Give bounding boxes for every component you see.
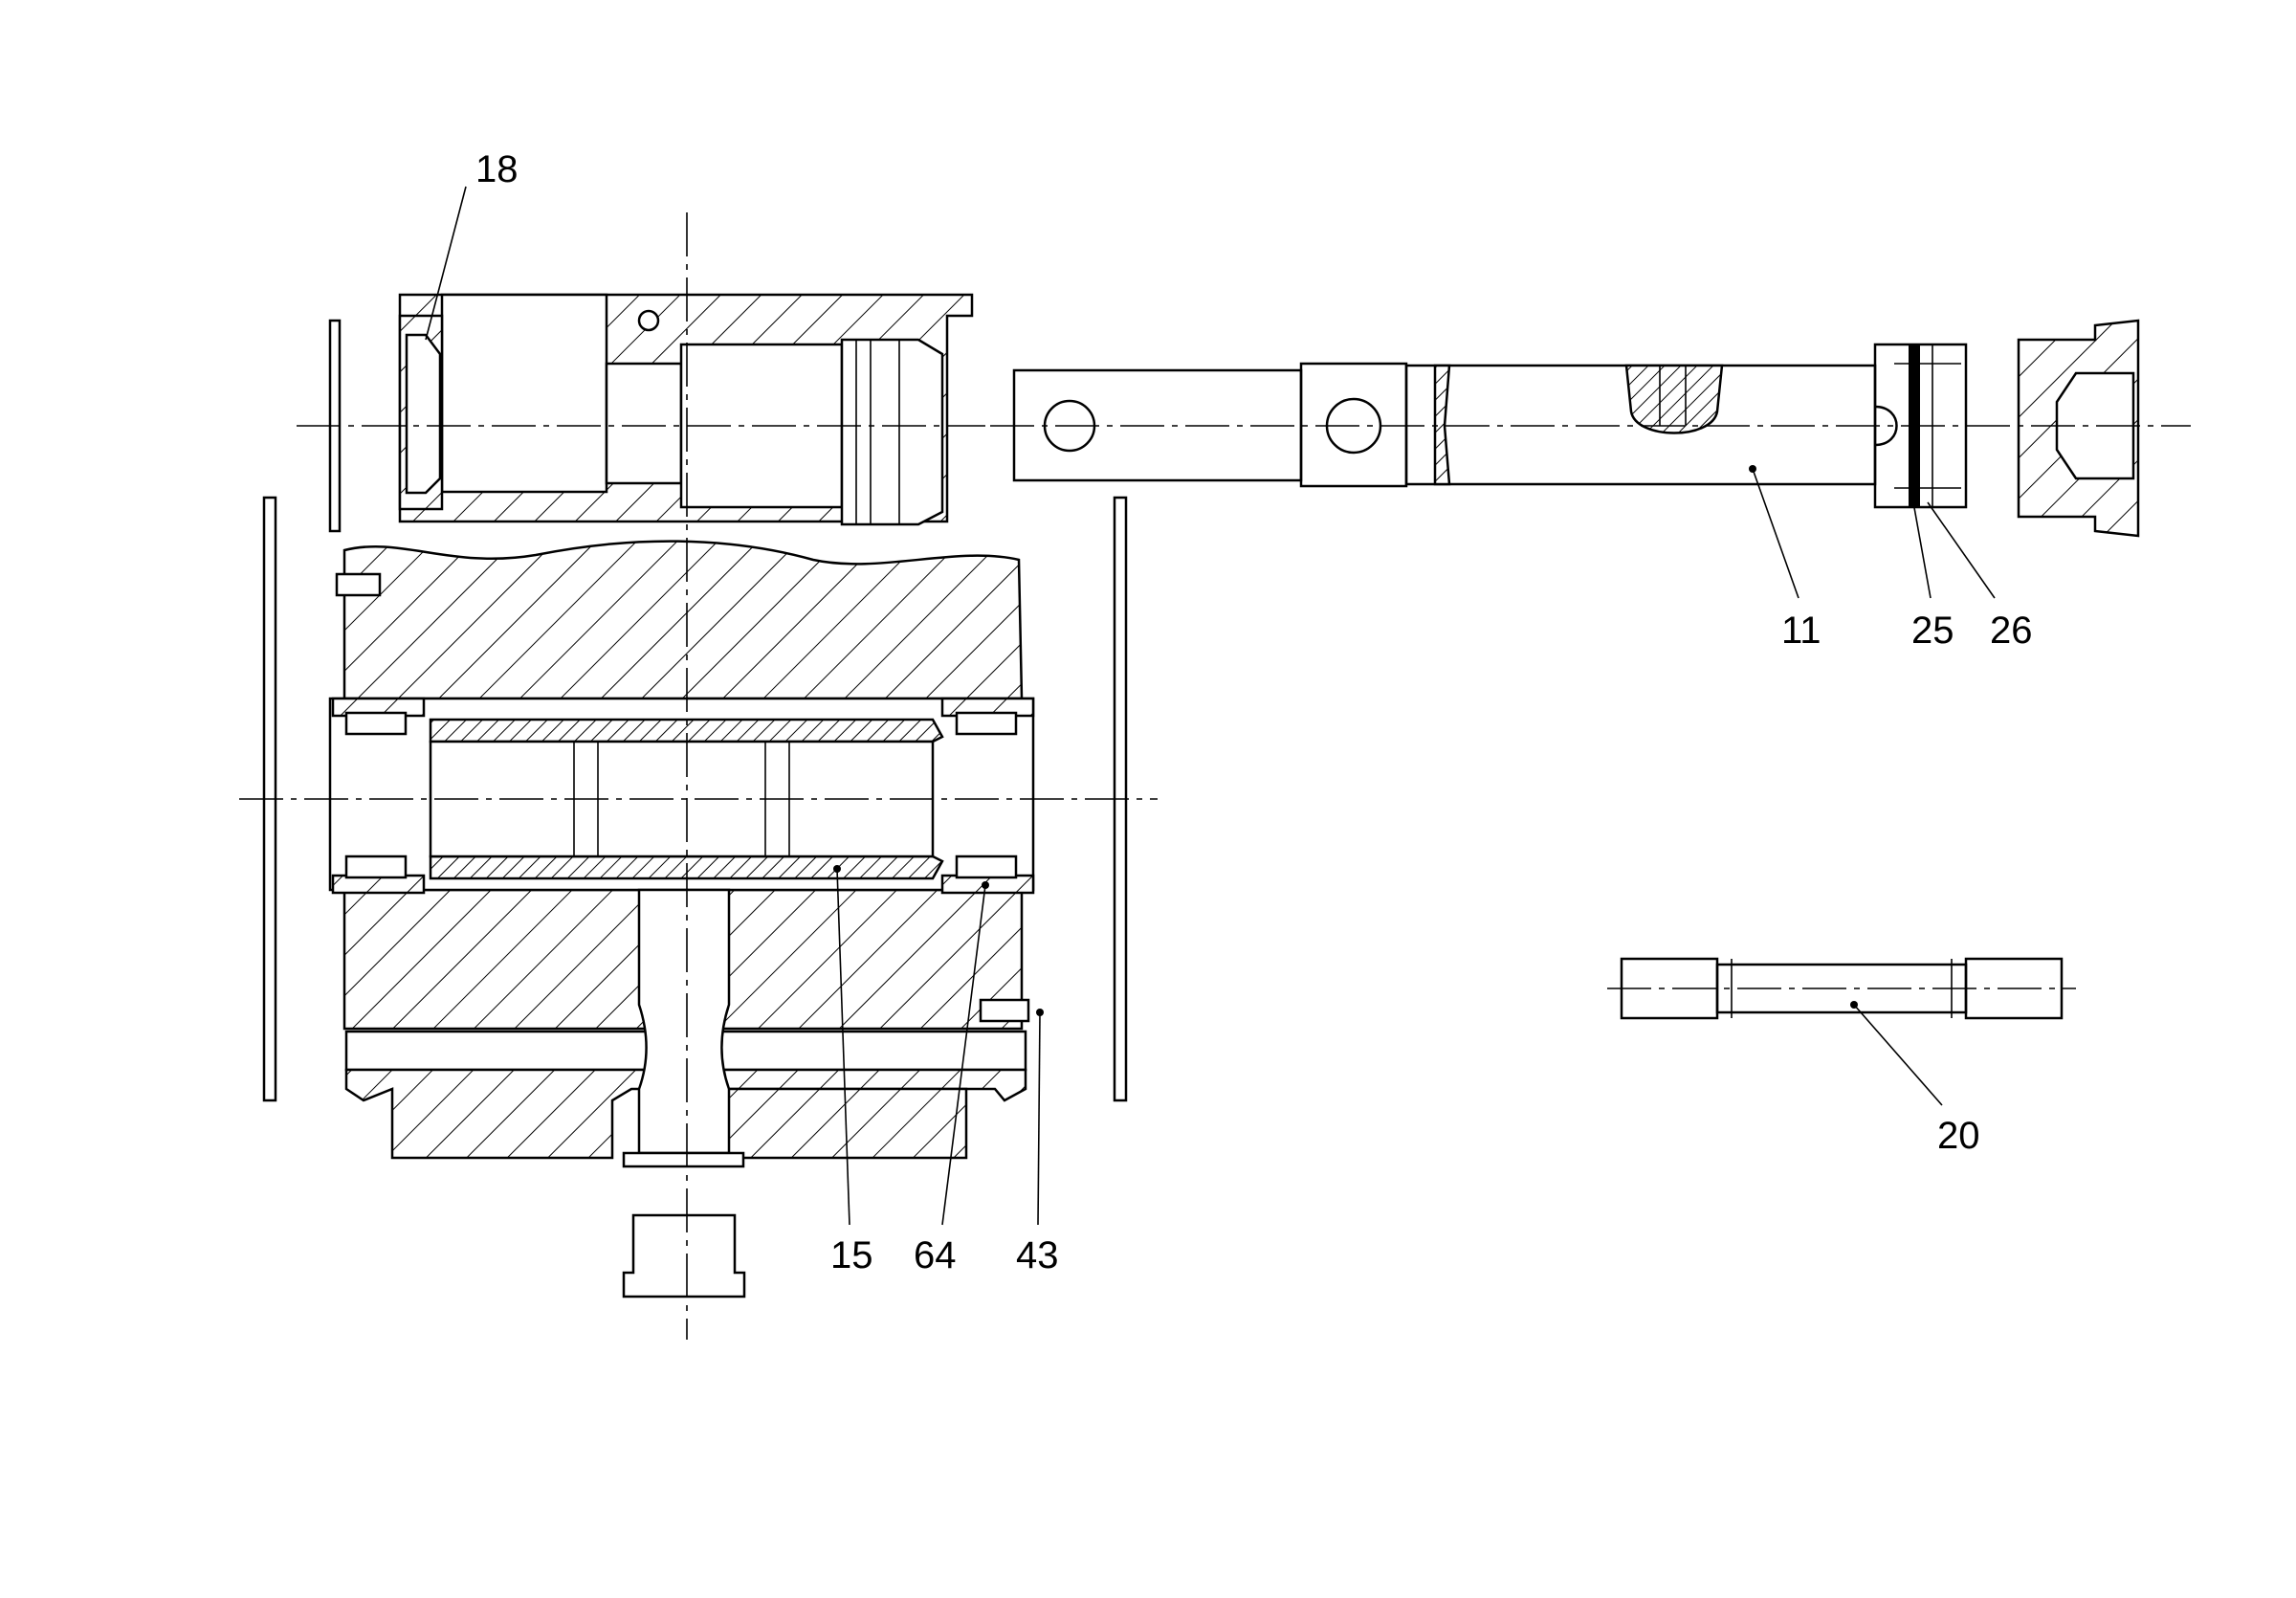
callout-64: 64: [914, 1234, 957, 1276]
callout-20: 20: [1937, 1115, 1980, 1157]
pin-43: [979, 998, 1030, 1023]
leader-lines: [425, 186, 1996, 1226]
callout-43: 43: [1016, 1234, 1059, 1276]
outlet-plug: [622, 1213, 746, 1298]
callout-26: 26: [1990, 610, 2033, 652]
callout-15: 15: [830, 1234, 873, 1276]
outlet-passage: [637, 888, 731, 1155]
upper-bore-left: [440, 293, 608, 494]
callout-18: 18: [475, 148, 519, 190]
dowel-pin: [335, 572, 382, 597]
upper-bore-groove: [840, 338, 944, 526]
port-circle: [637, 309, 660, 332]
upper-bore-neck: [605, 362, 683, 485]
callout-25: 25: [1911, 610, 1954, 652]
callout-11: 11: [1781, 610, 1821, 652]
bearing-left: [331, 697, 426, 895]
bearing-64-right: [940, 697, 1035, 895]
rod-block: [1299, 362, 1408, 488]
pump-body-section: [328, 293, 1035, 1298]
sleeve-15-top: [429, 718, 944, 744]
rod-assembly-11: [1012, 319, 2140, 538]
